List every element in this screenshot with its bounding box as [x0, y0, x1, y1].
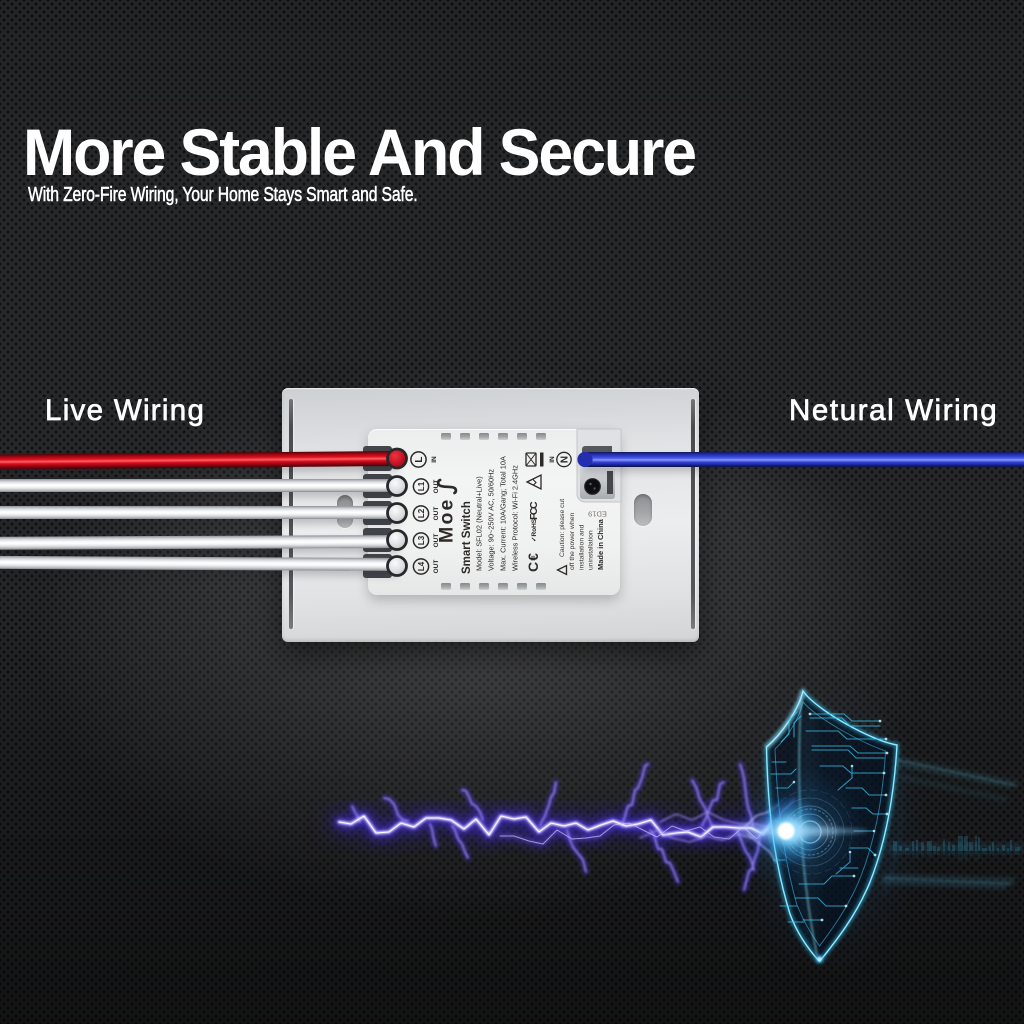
svg-text:FCC: FCC [528, 501, 540, 520]
svg-text:IN: IN [431, 456, 438, 463]
svg-text:Model: SFL02 (Neutral+Live): Model: SFL02 (Neutral+Live) [475, 476, 484, 571]
svg-text:OUT: OUT [433, 480, 440, 494]
svg-text:Max. Current: 10A/Gang; Total: Max. Current: 10A/Gang; Total 10A [499, 456, 508, 571]
svg-text:OUT: OUT [433, 560, 440, 574]
svg-text:Moe: Moe [436, 497, 458, 543]
svg-text:L2: L2 [417, 508, 426, 518]
svg-text:✓RoHS: ✓RoHS [531, 518, 538, 542]
svg-text:ED19: ED19 [588, 510, 607, 519]
svg-text:installation and: installation and [579, 524, 586, 570]
svg-text:uninstallation: uninstallation [588, 530, 595, 570]
svg-text:OUT: OUT [433, 534, 440, 548]
svg-text:Wireless Protocol: Wi-Fi 2.4GH: Wireless Protocol: Wi-Fi 2.4GHz [511, 465, 520, 571]
svg-text:N: N [560, 456, 571, 463]
svg-text:Made in China: Made in China [596, 518, 605, 570]
svg-text:C€: C€ [525, 552, 541, 572]
svg-text:L4: L4 [417, 561, 426, 571]
svg-text:L1: L1 [417, 481, 426, 491]
svg-text:OUT: OUT [433, 507, 440, 521]
svg-text:IN: IN [549, 456, 556, 463]
svg-text:off the power when: off the power when [569, 512, 576, 570]
svg-text:L3: L3 [417, 535, 426, 545]
svg-text:Voltage: 90~250V AC, 50/60Hz: Voltage: 90~250V AC, 50/60Hz [487, 469, 496, 571]
svg-text:Caution: please cut: Caution: please cut [559, 499, 566, 557]
svg-text:L: L [414, 456, 425, 462]
svg-text:Smart Switch: Smart Switch [461, 501, 473, 574]
